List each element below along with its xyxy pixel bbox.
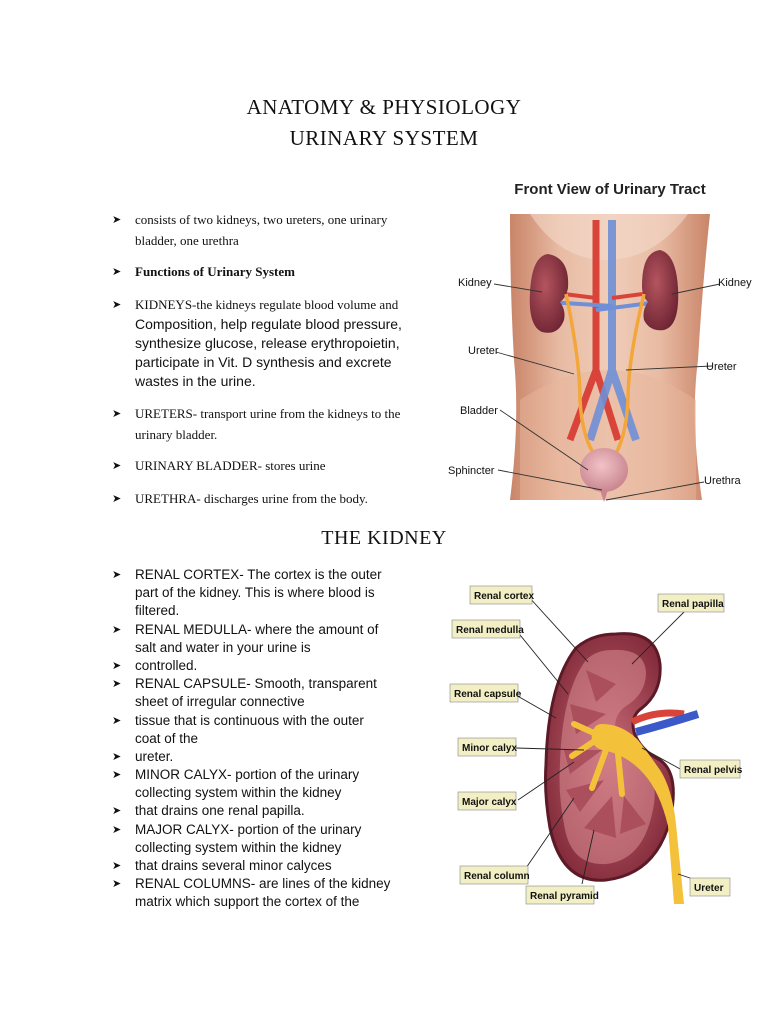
vena-cava <box>586 220 640 442</box>
kidney-list-text: controlled. <box>135 657 198 673</box>
bullet-icon: ➤ <box>112 804 122 818</box>
bullet-icon: ➤ <box>112 749 122 763</box>
label-renal-cortex: Renal cortex <box>474 591 534 602</box>
bullet-icon: ➤ <box>112 459 122 472</box>
bullet-icon: ➤ <box>112 492 122 505</box>
bladder-shape <box>580 448 628 492</box>
label-major-calyx: Major calyx <box>462 797 517 808</box>
consists-text: consists of two kidneys, two ureters, on… <box>135 212 388 248</box>
bullet-icon: ➤ <box>112 568 122 581</box>
kidney-list-text: MAJOR CALYX- portion of the urinary <box>135 821 362 837</box>
label-kidney-left: Kidney <box>458 277 492 289</box>
kidney-list-item: ➤ ureter. <box>112 748 432 766</box>
label-sphincter: Sphincter <box>448 465 495 477</box>
kidney-list-item: ➤ RENAL CAPSULE- Smooth, transparent <box>112 675 432 693</box>
page-title: ANATOMY & PHYSIOLOGY <box>246 95 522 119</box>
label-renal-column: Renal column <box>464 871 530 882</box>
bullet-icon: ➤ <box>112 877 122 891</box>
kidney-list-text: collecting system within the kidney <box>135 785 342 801</box>
kidney-list-text: sheet of irregular connective <box>135 694 305 710</box>
renal-pelvis-shape <box>591 724 684 904</box>
label-kidney-right: Kidney <box>718 277 752 289</box>
left-ureter <box>564 293 600 462</box>
kidney-list-item: ➤ that drains several minor calyces <box>112 857 432 875</box>
label-renal-capsule: Renal capsule <box>454 689 522 700</box>
bladder-text: URINARY BLADDER- stores urine <box>135 458 326 473</box>
kidney-list-text: ureter. <box>135 748 174 764</box>
kidney-list-text: RENAL CAPSULE- Smooth, transparent <box>135 676 377 692</box>
functions-heading: Functions of Urinary System <box>135 264 295 279</box>
kidney-list-item: coat of the <box>112 730 432 748</box>
kidney-list-text: that drains one renal papilla. <box>135 803 305 819</box>
bullet-icon: ➤ <box>112 213 122 226</box>
kidney-list-item: ➤ tissue that is continuous with the oute… <box>112 712 432 730</box>
bullet-icon: ➤ <box>112 298 122 311</box>
kidney-list-item: ➤ controlled. <box>112 657 432 675</box>
kidney-list-text: collecting system within the kidney <box>135 839 342 855</box>
kidney-heading: THE KIDNEY <box>321 527 447 549</box>
kidney-list-item: ➤ MAJOR CALYX- portion of the urinary <box>112 821 432 839</box>
label-renal-pyramid: Renal pyramid <box>530 891 599 902</box>
kidney-list-text: matrix which support the cortex of the <box>135 894 360 910</box>
kidney-list-item: filtered. <box>112 602 432 620</box>
kidney-cross-section-figure: Renal cortex Renal papilla Renal medulla… <box>449 585 743 905</box>
urethra-text: URETHRA- discharges urine from the body. <box>135 491 368 506</box>
kidney-list-item: salt and water in your urine is <box>112 639 432 657</box>
right-ureter <box>610 293 646 462</box>
renal-artery <box>630 709 685 726</box>
renal-vein <box>634 710 700 736</box>
label-ureter-right: Ureter <box>706 361 737 373</box>
kidney-list-item: ➤ MINOR CALYX- portion of the urinary <box>112 766 432 784</box>
label-bladder: Bladder <box>460 405 498 417</box>
kidney-list-text: RENAL COLUMNS- are lines of the kidney <box>135 876 391 892</box>
bullet-icon: ➤ <box>112 859 122 872</box>
urinary-tract-figure: Front View of Urinary Tract Kidney Kidne… <box>448 181 752 502</box>
page-subtitle: URINARY SYSTEM <box>289 126 479 150</box>
kidney-list-text: RENAL CORTEX- The cortex is the outer <box>135 567 382 582</box>
kidney-list-item: collecting system within the kidney <box>112 839 432 857</box>
label-minor-calyx: Minor calyx <box>462 743 517 754</box>
label-ureter-left: Ureter <box>468 345 499 357</box>
aorta <box>566 220 622 442</box>
kidney-list-item: sheet of irregular connective <box>112 693 432 711</box>
bullet-icon: ➤ <box>112 677 122 691</box>
label-renal-medulla: Renal medulla <box>456 625 524 636</box>
kidneys-text: KIDNEYS-the kidneys regulate blood volum… <box>135 297 402 389</box>
label-renal-pelvis: Renal pelvis <box>684 765 743 776</box>
figure1-title: Front View of Urinary Tract <box>514 181 705 198</box>
bullet-icon: ➤ <box>112 768 122 782</box>
kidney-list-text: salt and water in your urine is <box>135 639 311 655</box>
kidney-list: ➤ RENAL CORTEX- The cortex is the outer pa… <box>112 566 432 912</box>
kidney-list-item: ➤ that drains one renal papilla. <box>112 802 432 820</box>
kidney-list-item: ➤ RENAL CORTEX- The cortex is the outer <box>112 566 432 584</box>
kidney-list-text: RENAL MEDULLA- where the amount of <box>135 621 379 637</box>
right-kidney <box>642 250 679 331</box>
kidney-list-text: tissue that is continuous with the outer <box>135 712 364 728</box>
label-urethra: Urethra <box>704 475 742 487</box>
kidney-list-item: ➤ RENAL COLUMNS- are lines of the kidney <box>112 875 432 893</box>
kidney-list-item: matrix which support the cortex of the <box>112 893 432 911</box>
bullet-icon: ➤ <box>112 658 122 672</box>
kidney-list-item: part of the kidney. This is where blood … <box>112 584 432 602</box>
kidney-list-text: coat of the <box>135 730 199 746</box>
label-renal-papilla: Renal papilla <box>662 599 724 610</box>
kidney-list-item: collecting system within the kidney <box>112 784 432 802</box>
label-ureter: Ureter <box>694 883 724 894</box>
kidney-list-text: filtered. <box>135 603 180 619</box>
bullet-icon: ➤ <box>112 265 122 278</box>
left-kidney <box>529 254 569 333</box>
bullet-icon: ➤ <box>112 822 122 836</box>
kidney-list-text: part of the kidney. This is where blood … <box>135 585 375 601</box>
ureters-text: URETERS- transport urine from the kidney… <box>135 406 401 442</box>
bullet-icon: ➤ <box>112 407 122 420</box>
bullet-icon: ➤ <box>112 713 122 727</box>
kidney-list-item: ➤ RENAL MEDULLA- where the amount of <box>112 621 432 639</box>
bullet-icon: ➤ <box>112 622 122 636</box>
kidney-list-text: MINOR CALYX- portion of the urinary <box>135 767 360 783</box>
kidney-list-text: that drains several minor calyces <box>135 858 332 873</box>
